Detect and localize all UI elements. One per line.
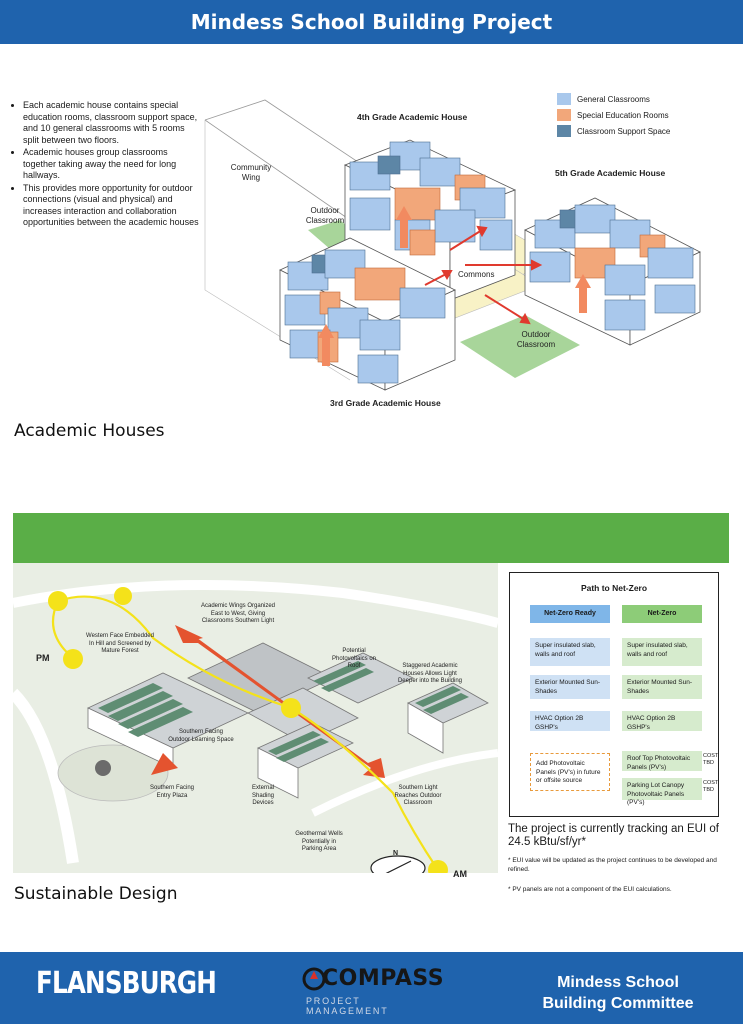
label-southern-learning: Southern Facing Outdoor Learning Space — [168, 729, 234, 743]
header-net-zero: Net-Zero — [622, 605, 702, 623]
pv-note: * PV panels are not a component of the E… — [508, 886, 672, 893]
legend-swatch-general — [557, 93, 571, 105]
academic-bullets: Each academic house contains special edu… — [12, 100, 202, 230]
bullet-item: This provides more opportunity for outdo… — [23, 183, 202, 229]
legend-label: Classroom Support Space — [577, 126, 671, 136]
zero-row: Exterior Mounted Sun-Shades — [622, 675, 702, 699]
compass-subtitle: PROJECT MANAGEMENT — [306, 996, 389, 1016]
cost-label: COST TBD — [703, 753, 719, 766]
legend-item: General Classrooms — [557, 91, 670, 107]
cost-label: COST TBD — [703, 780, 719, 793]
label-community-wing: Community Wing — [230, 163, 272, 182]
net-zero-title: Path to Net-Zero — [580, 583, 648, 593]
ready-row: HVAC Option 2B GSHP's — [530, 711, 610, 731]
house-3rd-grade — [279, 237, 456, 391]
label-5th-grade: 5th Grade Academic House — [555, 168, 666, 178]
section-title-academic: Academic Houses — [14, 421, 165, 441]
bullet-item: Each academic house contains special edu… — [23, 100, 202, 146]
label-western-face: Western Face Embedded In Hill and Screen… — [86, 633, 154, 654]
ready-row: Super insulated slab, walls and roof — [530, 638, 610, 666]
label-outdoor-classroom-2: Outdoor Classroom — [516, 330, 556, 349]
label-pm: PM — [36, 653, 50, 663]
flansburgh-logo: FLANSBURGH — [36, 966, 217, 1001]
label-southern-light: Southern Light Reaches Outdoor Classroom — [394, 785, 442, 806]
label-3rd-grade: 3rd Grade Academic House — [330, 398, 441, 408]
ready-extra: Add Photovoltaic Panels (PV's) in future… — [530, 753, 610, 791]
legend: General Classrooms Special Education Roo… — [557, 91, 670, 139]
legend-label: Special Education Rooms — [577, 110, 669, 120]
legend-item: Classroom Support Space — [557, 123, 670, 139]
label-geothermal: Geothermal Wells Potentially in Parking … — [295, 831, 343, 852]
house-4th-grade — [343, 139, 517, 301]
zero-extra-row: Parking Lot Canopy Photovoltaic Panels (… — [622, 778, 702, 806]
legend-label: General Classrooms — [577, 94, 650, 104]
bullet-item: Academic houses group classrooms togethe… — [23, 147, 202, 182]
section-title-sustainable: Sustainable Design — [14, 884, 178, 904]
label-4th-grade: 4th Grade Academic House — [357, 112, 468, 122]
label-north: N — [393, 850, 399, 857]
zero-row: Super insulated slab, walls and roof — [622, 638, 702, 666]
label-am: AM — [453, 869, 467, 879]
zero-extra-row: Roof Top Photovoltaic Panels (PV's) — [622, 751, 702, 771]
isometric-houses-drawing — [204, 99, 701, 391]
legend-item: Special Education Rooms — [557, 107, 670, 123]
academic-houses-diagram: 4th Grade Academic House 5th Grade Acade… — [200, 80, 730, 410]
compass-logo: COMPASS PROJECT MANAGEMENT — [300, 966, 446, 1016]
eui-statement: The project is currently tracking an EUI… — [508, 823, 719, 848]
label-shading: External Shading Devices — [251, 785, 275, 806]
label-commons: Commons — [458, 270, 495, 279]
site-plan: PM Western Face Embedded In Hill and Scr… — [8, 563, 500, 881]
net-zero-panel: Path to Net-Zero Net-Zero Ready Net-Zero… — [509, 572, 719, 817]
zero-row: HVAC Option 2B GSHP's — [622, 711, 702, 731]
site-plan-drawing — [8, 563, 500, 881]
page-title: Mindess School Building Project — [190, 10, 553, 34]
footer-bar — [0, 952, 743, 1024]
eui-note: * EUI value will be updated as the proje… — [508, 857, 717, 873]
label-potential-pv: Potential Photovoltaics on Roof — [331, 648, 377, 669]
label-entry-plaza: Southern Facing Entry Plaza — [149, 785, 195, 799]
committee-name: Mindess School Building Committee — [542, 974, 694, 1012]
compass-mark-icon — [302, 967, 326, 991]
house-5th-grade — [524, 197, 701, 346]
label-outdoor-classroom-1: Outdoor Classroom — [305, 206, 345, 225]
green-band — [13, 513, 729, 563]
header-bar: Mindess School Building Project — [0, 0, 743, 44]
legend-swatch-special — [557, 109, 571, 121]
legend-swatch-support — [557, 125, 571, 137]
label-staggered: Staggered Academic Houses Allows Light D… — [397, 663, 463, 684]
ready-row: Exterior Mounted Sun-Shades — [530, 675, 610, 699]
compass-wordmark: COMPASS — [322, 966, 445, 991]
label-academic-wings: Academic Wings Organized East to West, G… — [200, 603, 276, 624]
header-net-zero-ready: Net-Zero Ready — [530, 605, 610, 623]
